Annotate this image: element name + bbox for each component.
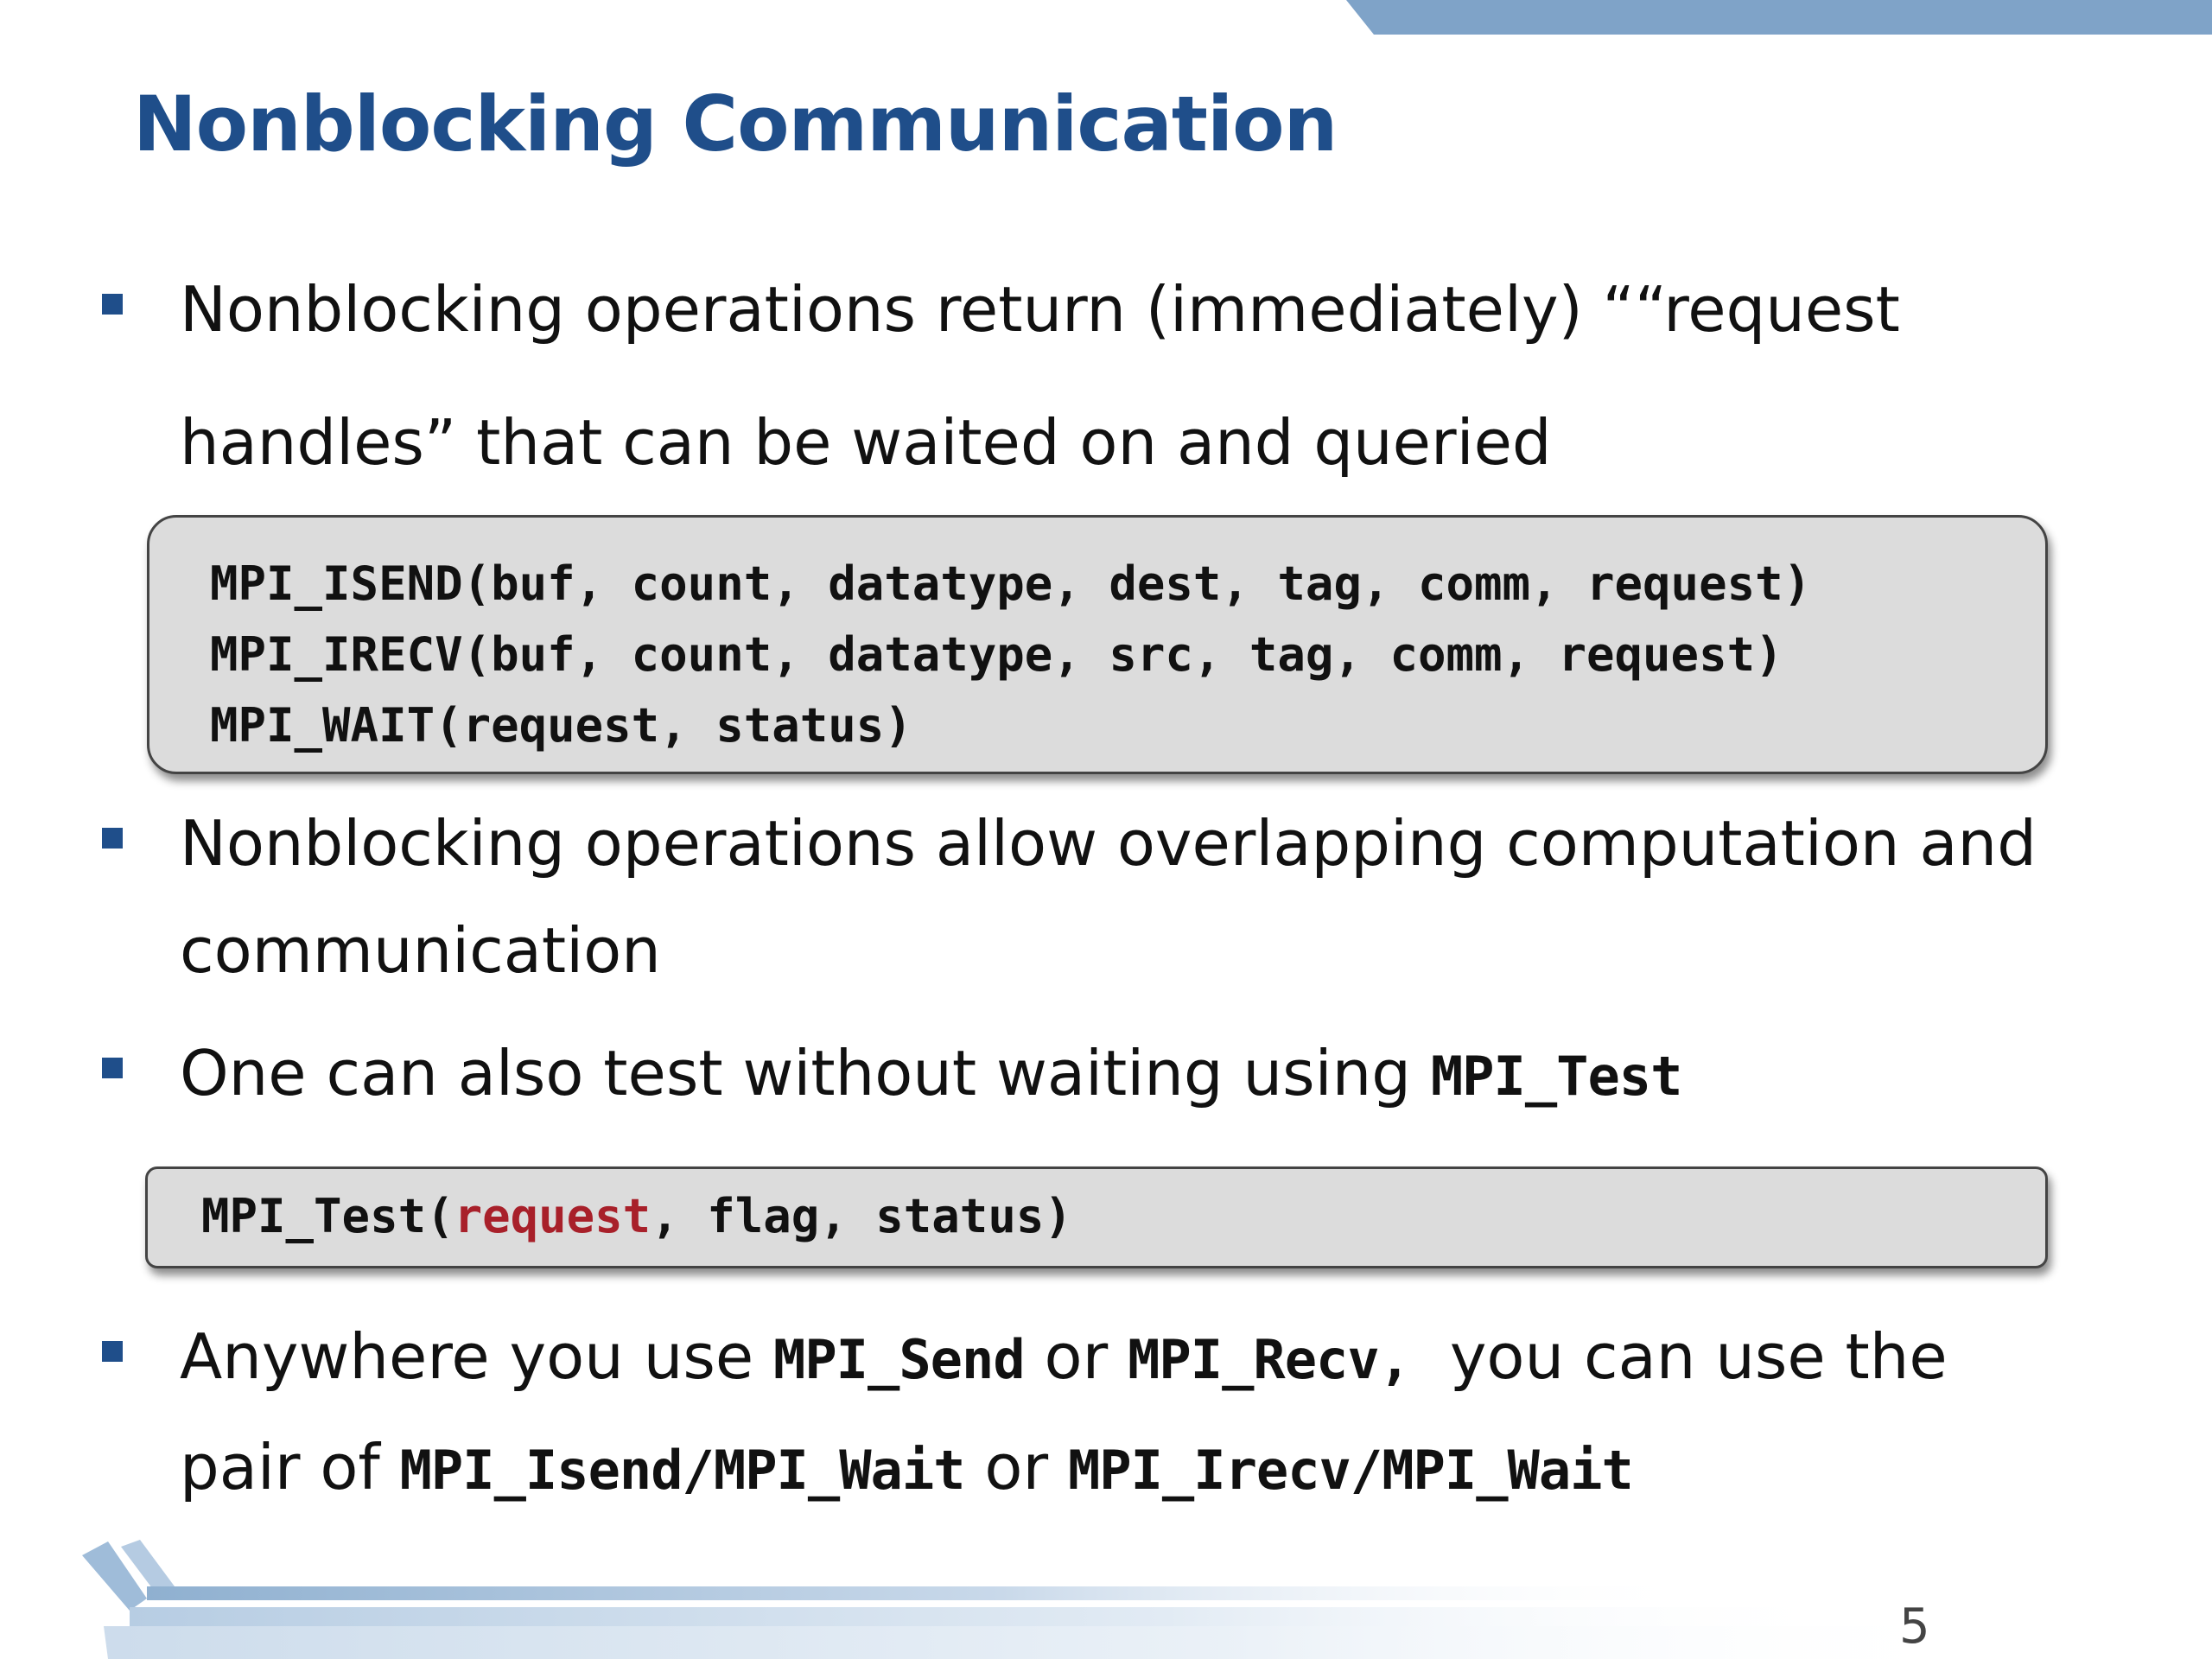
- bullet-3-text: One can also test without waiting using …: [180, 1020, 2081, 1130]
- code-suffix: , flag, status): [651, 1189, 1072, 1243]
- slide-title: Nonblocking Communication: [133, 79, 1338, 168]
- inline-code-mpi-recv: MPI_Recv,: [1128, 1328, 1411, 1391]
- bullet-marker: [102, 1341, 123, 1362]
- code-line: MPI_WAIT(request, status): [210, 698, 912, 753]
- bullet-4-text-d: pair of: [180, 1431, 400, 1503]
- code-line: MPI_ISEND(buf, count, datatype, dest, ta…: [210, 556, 1812, 611]
- bullet-4-text-c: you can use the: [1410, 1320, 1948, 1393]
- bullet-marker: [102, 294, 123, 315]
- bullet-2-line-1: Nonblocking operations allow overlapping…: [180, 807, 2037, 880]
- bullet-4-text-a: Anywhere you use: [180, 1320, 774, 1393]
- inline-code-irecv-wait: MPI_Irecv/MPI_Wait: [1067, 1439, 1634, 1502]
- code-block-1: MPI_ISEND(buf, count, datatype, dest, ta…: [147, 515, 2048, 774]
- bullet-2-text: Nonblocking operations allow overlapping…: [180, 790, 2081, 1004]
- bullet-3-label: One can also test without waiting using: [180, 1037, 1431, 1109]
- inline-code-mpi-test: MPI_Test: [1430, 1045, 1683, 1108]
- bullet-1-text: Nonblocking operations return (immediate…: [180, 256, 2081, 496]
- bullet-4-line-2: pair of MPI_Isend/MPI_Wait or MPI_Irecv/…: [180, 1414, 2081, 1524]
- bullet-1-line-1: Nonblocking operations return (immediate…: [180, 273, 1900, 346]
- code-prefix: MPI_Test(: [201, 1189, 454, 1243]
- bottom-swoosh-decoration: [82, 1540, 1987, 1659]
- bullet-1-line-2: handles” that can be waited on and queri…: [180, 406, 1552, 479]
- inline-code-mpi-send: MPI_Send: [773, 1328, 1026, 1391]
- inline-code-isend-wait: MPI_Isend/MPI_Wait: [399, 1439, 966, 1502]
- bullet-2-line-2: communication: [180, 914, 661, 987]
- bullet-4-line-1: Anywhere you use MPI_Send or MPI_Recv, y…: [180, 1303, 2081, 1414]
- code-block-2: MPI_Test(request, flag, status): [145, 1166, 2048, 1268]
- code-line: MPI_IRECV(buf, count, datatype, src, tag…: [210, 627, 1783, 682]
- bullet-marker: [102, 828, 123, 849]
- code-line: MPI_Test(request, flag, status): [201, 1181, 2045, 1252]
- bullet-marker: [102, 1058, 123, 1078]
- code-highlight-request: request: [454, 1189, 652, 1243]
- bullet-4-text-b: or: [1024, 1320, 1128, 1393]
- top-accent-band: [1346, 0, 2212, 35]
- page-number: 5: [1899, 1599, 1930, 1655]
- bullet-4-text: Anywhere you use MPI_Send or MPI_Recv, y…: [180, 1303, 2081, 1524]
- bullet-4-text-e: or: [964, 1431, 1068, 1503]
- bullet-3-line: One can also test without waiting using …: [180, 1020, 2081, 1130]
